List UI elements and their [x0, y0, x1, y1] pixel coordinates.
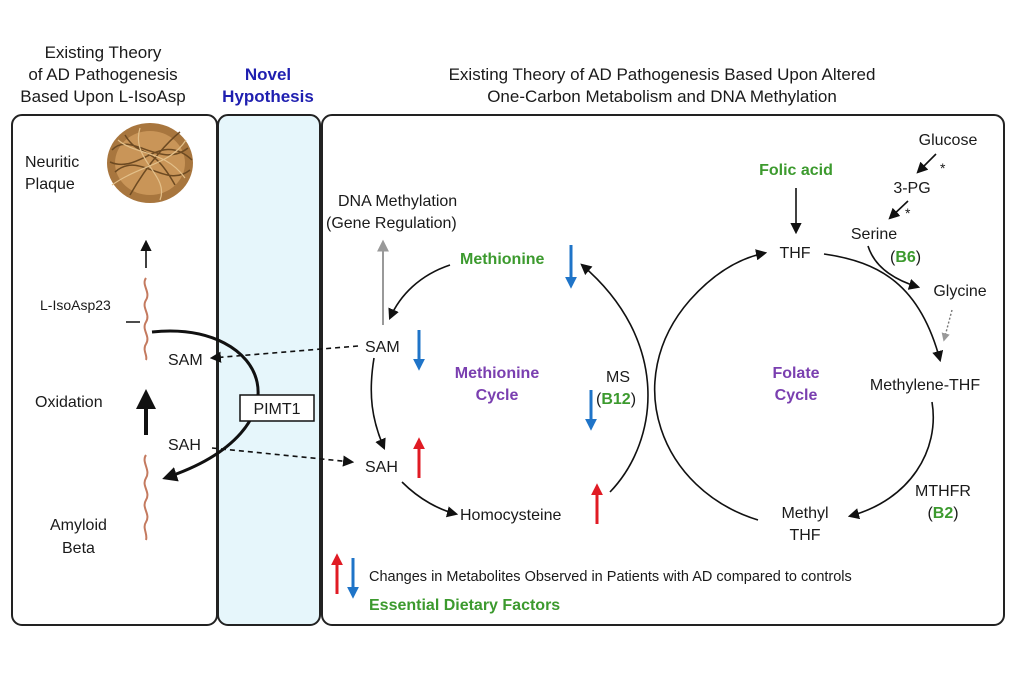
glucose-star: * — [940, 160, 946, 176]
left-panel — [11, 114, 218, 626]
thf-to-methylene-arrow — [823, 253, 944, 363]
methionine-label: Methionine — [460, 251, 545, 268]
dna-methylation-label-1: DNA Methylation — [338, 193, 457, 210]
oxidation-label: Oxidation — [35, 394, 103, 411]
pg3-star: * — [905, 205, 911, 221]
sah-dashed-arrow — [211, 447, 355, 467]
neuritic-label-2: Plaque — [25, 176, 75, 193]
header-left-line-3: Based Upon L-IsoAsp — [20, 87, 185, 106]
amyloid-label-2: Beta — [62, 540, 95, 557]
glycine-label: Glycine — [933, 283, 986, 300]
glucose-arrow — [916, 153, 937, 174]
header-middle-line-1: Novel — [245, 65, 291, 84]
methyl-thf-label-2: THF — [789, 527, 820, 544]
header-middle: Novel Hypothesis — [222, 65, 314, 106]
mthfr-b2-line: (B2) — [927, 505, 958, 522]
pimt1-label: PIMT1 — [253, 401, 300, 418]
isoasp-label: L-IsoAsp23 — [40, 297, 111, 313]
pg3-label: 3-PG — [893, 180, 930, 197]
b2-label: B2 — [933, 505, 954, 522]
glycine-dotted-arrow — [941, 309, 953, 342]
header-left: Existing Theory of AD Pathogenesis Based… — [20, 43, 185, 106]
methylene-thf-label: Methylene-THF — [870, 377, 980, 394]
homocysteine-to-methionine-arrow — [580, 263, 649, 493]
methylene-to-methyl-arrow — [847, 401, 934, 520]
homocysteine-label: Homocysteine — [460, 507, 561, 524]
folate-cycle-label-2: Cycle — [775, 387, 818, 404]
header-left-line-2: of AD Pathogenesis — [28, 65, 177, 84]
methionine-to-sam-arrow — [388, 264, 451, 321]
header-right: Existing Theory of AD Pathogenesis Based… — [449, 65, 876, 106]
serine-b6-line: (B6) — [890, 249, 921, 266]
pimt1-box — [239, 394, 315, 422]
folic-acid-label: Folic acid — [759, 162, 833, 179]
neuritic-label-1: Neuritic — [25, 154, 79, 171]
left-sam-label: SAM — [168, 352, 203, 369]
sam-label: SAM — [365, 339, 400, 356]
methyl-to-thf-arrow — [654, 249, 768, 521]
header-right-line-1: Existing Theory of AD Pathogenesis Based… — [449, 65, 876, 84]
sam-to-sah-arrow — [370, 357, 386, 451]
folate-cycle-label-1: Folate — [772, 365, 819, 382]
right-panel — [321, 114, 1005, 626]
ms-label: MS — [606, 369, 630, 386]
glucose-label: Glucose — [919, 132, 978, 149]
neuritic-plaque-image — [107, 123, 193, 203]
methionine-cycle-label-1: Methionine — [455, 365, 540, 382]
b12-label: B12 — [601, 391, 630, 408]
legend-changes-label: Changes in Metabolites Observed in Patie… — [369, 569, 852, 585]
serine-to-glycine-arrow — [867, 245, 921, 290]
methionine-cycle-label-2: Cycle — [476, 387, 519, 404]
header-middle-line-2: Hypothesis — [222, 87, 314, 106]
serine-label: Serine — [851, 226, 897, 243]
header-left-line-1: Existing Theory — [45, 43, 162, 62]
methyl-thf-label-1: Methyl — [781, 505, 828, 522]
b6-label: B6 — [895, 249, 916, 266]
sam-dashed-arrow — [209, 345, 359, 363]
left-sah-label: SAH — [168, 437, 201, 454]
amyloid-peptide — [143, 454, 149, 541]
legend-dietary-label: Essential Dietary Factors — [369, 597, 560, 614]
pimt1-reaction-arrow — [151, 329, 260, 482]
thf-label: THF — [779, 245, 810, 262]
sah-to-homocysteine-arrow — [401, 481, 459, 518]
sah-label: SAH — [365, 459, 398, 476]
header-right-line-2: One-Carbon Metabolism and DNA Methylatio… — [487, 87, 837, 106]
middle-panel — [217, 114, 321, 626]
amyloid-label-1: Amyloid — [50, 517, 107, 534]
ms-b12-line: (B12) — [596, 391, 636, 408]
pg3-arrow — [888, 200, 909, 220]
mthfr-label: MTHFR — [915, 483, 971, 500]
dna-methylation-label-2: (Gene Regulation) — [326, 215, 457, 232]
isoasp-peptide — [143, 277, 149, 361]
